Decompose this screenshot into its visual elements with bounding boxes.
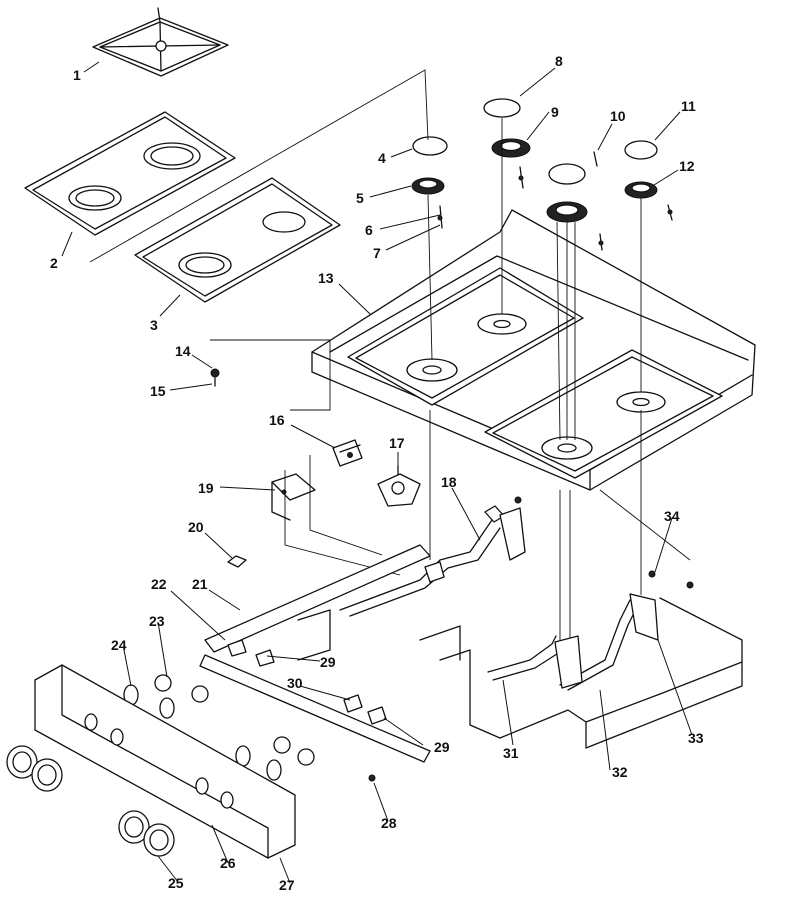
burner-parts [411, 98, 673, 251]
callout-9: 9 [551, 104, 559, 120]
callout-29a: 29 [320, 654, 336, 670]
callout-6: 6 [365, 222, 373, 238]
callout-23: 23 [149, 613, 165, 629]
callout-25: 25 [168, 875, 184, 891]
callout-10: 10 [610, 108, 626, 124]
callout-8: 8 [555, 53, 563, 69]
callout-15: 15 [150, 383, 166, 399]
grate [92, 7, 229, 77]
control-knobs [6, 745, 175, 857]
callout-17: 17 [389, 435, 405, 451]
callout-26: 26 [220, 855, 236, 871]
burner-box-left [24, 111, 236, 236]
callout-18: 18 [441, 474, 457, 490]
callout-28: 28 [381, 815, 397, 831]
burner-box-right [134, 177, 341, 303]
callout-4: 4 [378, 150, 386, 166]
callout-27: 27 [279, 877, 295, 893]
valve-knobs [123, 674, 315, 781]
callout-12: 12 [679, 158, 695, 174]
callout-14: 14 [175, 343, 191, 359]
callout-29b: 29 [434, 739, 450, 755]
callout-32: 32 [612, 764, 628, 780]
callout-24: 24 [111, 637, 127, 653]
callout-5: 5 [356, 190, 364, 206]
callout-22: 22 [151, 576, 167, 592]
callout-1: 1 [73, 67, 81, 83]
callout-19: 19 [198, 480, 214, 496]
lower-tray [297, 597, 743, 749]
gas-manifold [199, 496, 694, 782]
control-panel [34, 664, 296, 859]
callout-16: 16 [269, 412, 285, 428]
callout-11: 11 [681, 98, 696, 114]
callout-2: 2 [50, 255, 58, 271]
alignment-lines [89, 69, 691, 640]
callout-21: 21 [192, 576, 208, 592]
callout-34: 34 [664, 508, 680, 524]
screw-hardware [210, 368, 220, 387]
leader-lines [61, 61, 693, 884]
callout-20: 20 [188, 519, 204, 535]
callout-3: 3 [150, 317, 158, 333]
callout-31: 31 [503, 745, 519, 761]
callout-13: 13 [318, 270, 334, 286]
callout-33: 33 [688, 730, 704, 746]
callout-7: 7 [373, 245, 381, 261]
callout-30: 30 [287, 675, 303, 691]
control-components [271, 439, 421, 576]
callout-labels: 1 2 3 4 5 6 7 8 9 10 11 12 13 14 15 16 1… [50, 53, 704, 893]
